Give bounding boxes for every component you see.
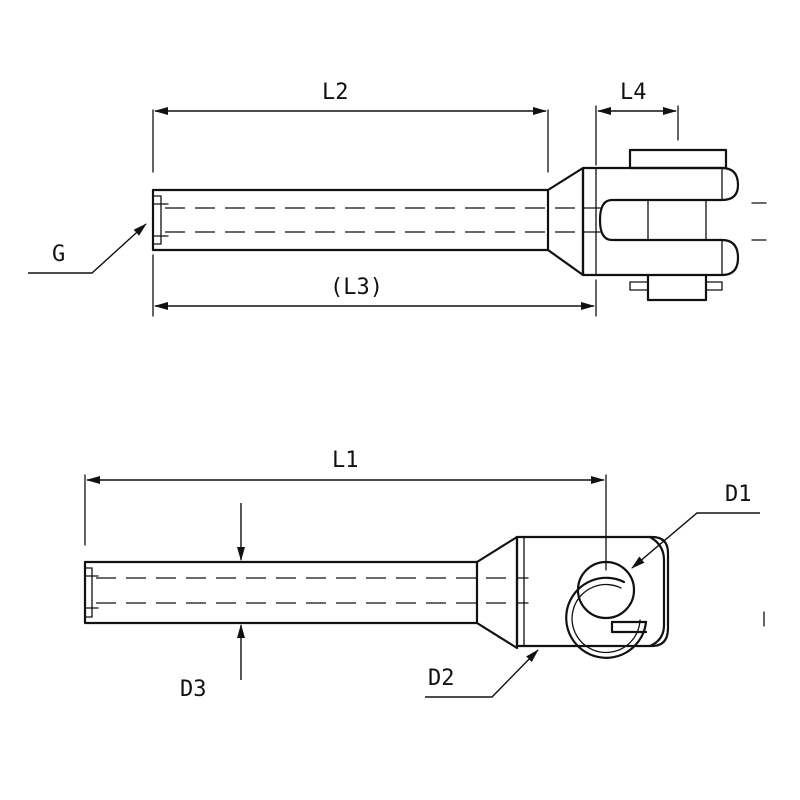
front-view: L1 D3 D2 D1 [83, 448, 765, 702]
label-D2: D2 [428, 666, 455, 691]
label-L1: L1 [332, 448, 359, 473]
top-shank [151, 188, 580, 252]
dim-L3: (L3) [152, 254, 597, 317]
label-D1: D1 [725, 482, 752, 507]
label-L2: L2 [322, 80, 349, 105]
dim-L2: L2 [152, 80, 549, 173]
front-taper [475, 535, 519, 650]
top-fork [581, 166, 740, 277]
leader-D2: D2 [425, 649, 539, 698]
top-pin-ring [629, 273, 723, 302]
top-pin-head [628, 148, 728, 170]
label-L4: L4 [620, 80, 647, 105]
label-L3: (L3) [330, 275, 383, 300]
front-split-ring [565, 576, 648, 659]
front-fork [515, 535, 670, 648]
dim-D3: D3 [180, 503, 245, 702]
leader-G: G [28, 223, 147, 274]
dim-L1: L1 [84, 448, 607, 571]
label-D3: D3 [180, 677, 207, 702]
leader-D1: D1 [631, 482, 760, 569]
top-view: L2 L4 (L3) G [28, 80, 767, 317]
front-shank [83, 560, 510, 625]
dim-L4: L4 [595, 80, 679, 166]
label-G: G [52, 242, 65, 267]
top-taper [546, 166, 601, 277]
